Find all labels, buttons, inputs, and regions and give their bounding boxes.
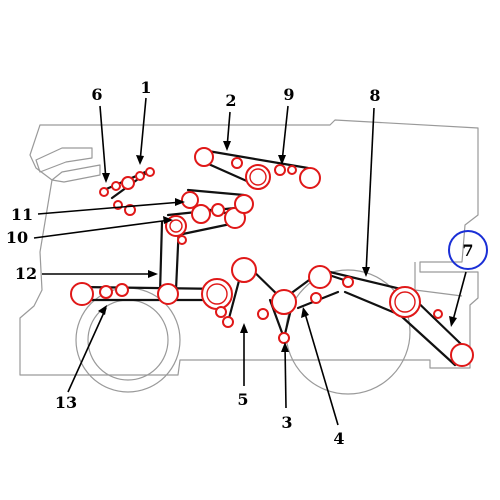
pulleys bbox=[70, 147, 474, 367]
callout-12: 12 bbox=[15, 264, 37, 283]
arrowhead bbox=[98, 305, 107, 315]
leader-lines bbox=[33, 97, 467, 426]
pulley bbox=[342, 276, 354, 288]
pulley-hub bbox=[249, 168, 267, 186]
callout-13: 13 bbox=[55, 393, 77, 412]
leader-9 bbox=[281, 105, 289, 163]
callouts: 1 2 3 4 5 6 7 8 9 10 11 12 13 bbox=[6, 78, 474, 448]
arrowhead bbox=[175, 198, 185, 206]
leader-11 bbox=[37, 201, 183, 215]
pulley bbox=[177, 235, 187, 245]
callout-10: 10 bbox=[6, 228, 28, 247]
arrowheads bbox=[98, 141, 457, 352]
leader-7 bbox=[451, 271, 467, 325]
callout-2: 2 bbox=[225, 91, 236, 110]
pulley bbox=[194, 147, 214, 167]
pulley bbox=[111, 181, 121, 191]
leader-3 bbox=[284, 344, 287, 409]
combine-outline bbox=[19, 119, 479, 395]
callout-9: 9 bbox=[283, 85, 294, 104]
arrowhead bbox=[163, 216, 173, 224]
callout-6: 6 bbox=[91, 85, 102, 104]
pulley bbox=[115, 283, 129, 297]
callout-7-highlight-ring bbox=[448, 230, 488, 270]
pulley bbox=[450, 343, 474, 367]
arrowhead bbox=[301, 307, 309, 318]
rear-frame bbox=[414, 262, 463, 297]
cab-window bbox=[35, 147, 93, 173]
pulley bbox=[211, 203, 225, 217]
pulley bbox=[271, 289, 297, 315]
leader-13 bbox=[67, 307, 107, 393]
arrowhead bbox=[240, 323, 248, 333]
arrowhead bbox=[281, 342, 289, 352]
leader-4 bbox=[303, 309, 339, 426]
callout-3: 3 bbox=[281, 413, 292, 432]
callout-7: 7 bbox=[462, 241, 473, 260]
body-outline bbox=[19, 119, 479, 376]
leader-10 bbox=[33, 219, 171, 239]
pulley bbox=[181, 191, 199, 209]
pulley bbox=[433, 309, 443, 319]
pulley bbox=[165, 215, 187, 237]
pulley bbox=[99, 187, 109, 197]
pulley bbox=[215, 306, 227, 318]
pulley bbox=[299, 167, 321, 189]
arrowhead bbox=[102, 173, 110, 183]
arrowhead bbox=[136, 155, 144, 165]
pulley-hub bbox=[206, 283, 228, 305]
pulley bbox=[274, 164, 286, 176]
arrowhead bbox=[362, 267, 370, 277]
callout-5: 5 bbox=[237, 390, 248, 409]
pulley-hub bbox=[394, 291, 416, 313]
pulley bbox=[135, 171, 145, 181]
callout-4: 4 bbox=[333, 429, 344, 448]
pulley bbox=[257, 308, 269, 320]
pulley bbox=[121, 176, 135, 190]
arrowhead bbox=[223, 141, 231, 151]
rear-wheel bbox=[285, 269, 411, 395]
leader-8 bbox=[365, 107, 375, 275]
pulley bbox=[157, 283, 179, 305]
pulley bbox=[231, 257, 257, 283]
pulley bbox=[124, 204, 136, 216]
pulley bbox=[278, 332, 290, 344]
pulley bbox=[234, 194, 254, 214]
pulley-hub bbox=[169, 219, 183, 233]
pulley bbox=[222, 316, 234, 328]
upper-panel bbox=[51, 164, 101, 183]
arrowhead bbox=[148, 270, 158, 278]
arrowhead bbox=[449, 316, 457, 327]
pulley bbox=[70, 282, 94, 306]
pulley bbox=[99, 285, 113, 299]
leader-6 bbox=[99, 105, 107, 181]
pulley bbox=[310, 292, 322, 304]
callout-1: 1 bbox=[140, 78, 151, 97]
belts bbox=[78, 148, 464, 367]
pulley bbox=[145, 167, 155, 177]
callout-8: 8 bbox=[369, 86, 380, 105]
arrowhead bbox=[278, 155, 286, 165]
leader-1 bbox=[139, 97, 147, 163]
callout-11: 11 bbox=[11, 205, 33, 224]
pulley bbox=[231, 157, 243, 169]
pulley bbox=[308, 265, 332, 289]
pulley bbox=[191, 204, 211, 224]
pulley bbox=[287, 165, 297, 175]
